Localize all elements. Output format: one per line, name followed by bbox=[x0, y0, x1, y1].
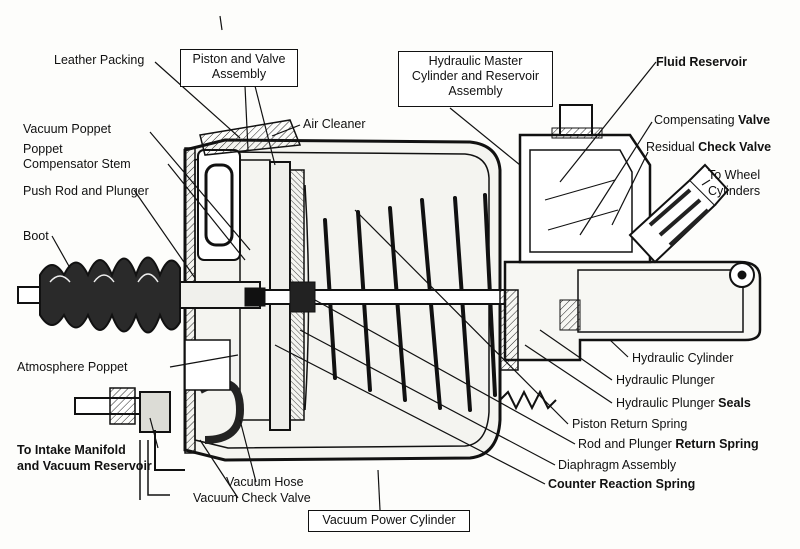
piston-valve-assembly-box: Piston and Valve Assembly bbox=[180, 49, 298, 87]
residual-check-valve-fitting bbox=[628, 163, 730, 264]
boot-label: Boot bbox=[23, 229, 49, 243]
rod-plunger-return-spring-label-a: Rod and Plunger bbox=[578, 437, 672, 451]
hydraulic-master-cylinder-box: Hydraulic Master Cylinder and Reservoir … bbox=[398, 51, 553, 107]
fluid-reservoir-label: Fluid Reservoir bbox=[656, 55, 747, 69]
push-rod-plunger-label: Push Rod and Plunger bbox=[23, 184, 149, 198]
compensating-valve-label: Compensating Valve bbox=[654, 113, 770, 127]
hydraulic-master-cylinder bbox=[503, 260, 762, 362]
rod-plunger-return-spring-label-b: Return Spring bbox=[675, 437, 759, 451]
leader-lines bbox=[51, 15, 711, 511]
counter-reaction-spring-label: Counter Reaction Spring bbox=[548, 477, 696, 491]
vacuum-hose-label: Vacuum Hose bbox=[226, 475, 304, 489]
rod-return-spring bbox=[499, 389, 557, 411]
vacuum-check-valve-label: Vacuum Check Valve bbox=[193, 491, 311, 505]
master-cylinder-label-line2: Cylinder and Reservoir bbox=[411, 69, 540, 83]
compensating-valve-label-b: Valve bbox=[738, 113, 771, 127]
vacuum-power-cylinder-label: Vacuum Power Cylinder bbox=[322, 513, 456, 527]
plunger-seals bbox=[499, 289, 519, 371]
rubber-boot bbox=[39, 256, 181, 334]
leather-packing-label: Leather Packing bbox=[54, 53, 145, 67]
hydraulic-cylinder-label: Hydraulic Cylinder bbox=[632, 351, 734, 365]
rod-plunger-return-spring-label: Rod and Plunger Return Spring bbox=[578, 437, 759, 451]
piston-return-spring-label: Piston Return Spring bbox=[572, 417, 688, 431]
vacuum-power-cylinder-box: Vacuum Power Cylinder bbox=[308, 510, 470, 532]
vacuum-fitting bbox=[74, 339, 245, 500]
residual-check-valve-label-a: Residual bbox=[646, 140, 695, 154]
fluid-reservoir bbox=[518, 104, 652, 264]
compensating-valve-label-a: Compensating bbox=[654, 113, 735, 127]
hydraulic-plunger-seals-label: Hydraulic Plunger Seals bbox=[616, 396, 751, 410]
air-cleaner-label: Air Cleaner bbox=[303, 117, 366, 131]
diaphragm-assembly-label: Diaphragm Assembly bbox=[558, 458, 677, 472]
intake-manifold-label-1: To Intake Manifold bbox=[17, 443, 126, 457]
intake-manifold-label-2: and Vacuum Reservoir bbox=[17, 459, 152, 473]
hydraulic-plunger-seals-label-b: Seals bbox=[718, 396, 751, 410]
residual-check-valve-label-b: Check Valve bbox=[698, 140, 772, 154]
poppet-compensator-stem-label-2: Compensator Stem bbox=[23, 157, 131, 171]
master-cylinder-label-line3: Assembly bbox=[448, 84, 503, 98]
hydraulic-plunger-seals-label-a: Hydraulic Plunger bbox=[616, 396, 715, 410]
atmosphere-poppet-label: Atmosphere Poppet bbox=[17, 360, 128, 374]
to-wheel-cylinders-label-2: Cylinders bbox=[708, 184, 761, 198]
piston-valve-label-line2: Assembly bbox=[211, 67, 267, 81]
to-wheel-cylinders-label-1: To Wheel bbox=[708, 168, 761, 182]
vacuum-poppet-label: Vacuum Poppet bbox=[23, 122, 112, 136]
residual-check-valve-label: Residual Check Valve bbox=[646, 140, 771, 154]
poppet-compensator-stem-label-1: Poppet bbox=[23, 142, 63, 156]
valve-housing bbox=[197, 119, 302, 261]
master-cylinder-label-line1: Hydraulic Master bbox=[428, 54, 523, 68]
piston-valve-label-line1: Piston and Valve bbox=[192, 52, 286, 66]
hydraulic-plunger-label: Hydraulic Plunger bbox=[616, 373, 715, 387]
